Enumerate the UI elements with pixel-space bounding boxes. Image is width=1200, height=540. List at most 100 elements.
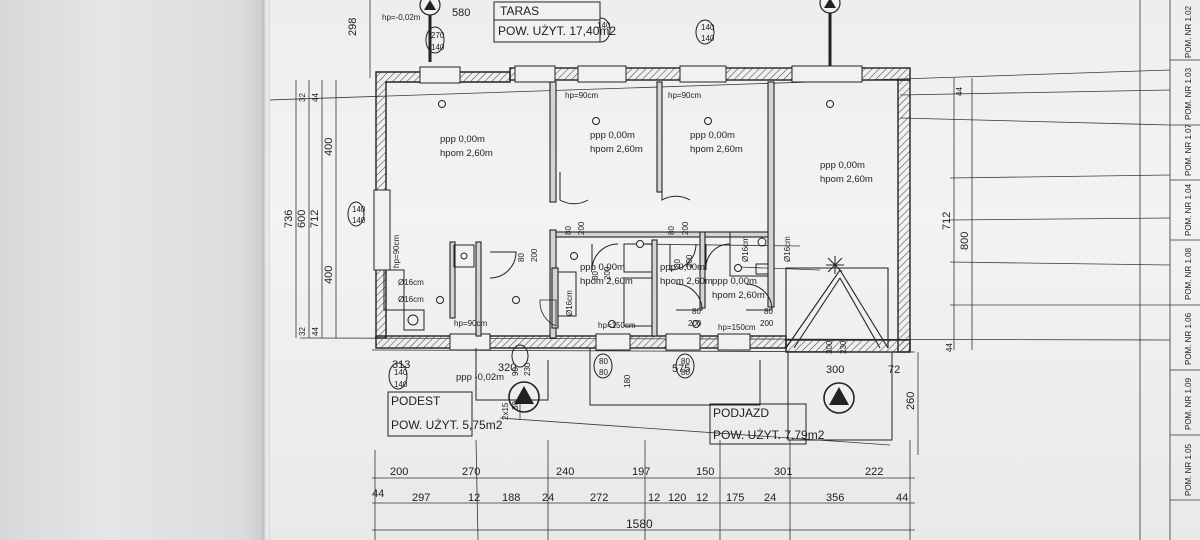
svg-text:80: 80 [681,368,690,377]
svg-text:200: 200 [681,221,690,235]
svg-text:POM. NR 1.03: POM. NR 1.03 [1184,67,1193,120]
svg-text:hp=150cm: hp=150cm [718,323,756,332]
svg-text:ppp 0,00m: ppp 0,00m [440,134,485,145]
svg-text:hp=90cm: hp=90cm [392,235,401,268]
svg-text:200: 200 [603,266,612,280]
bottom-dim-row2: 44 297 12 188 24 272 12 120 12 175 24 35… [372,488,908,504]
podest-label: PODEST [391,394,441,408]
svg-text:140: 140 [701,34,715,43]
svg-text:POM. NR 1.09: POM. NR 1.09 [1184,377,1193,430]
left-dimensions: 736 600 712 400 400 32 44 32 44 [283,93,335,336]
taras-label-box [493,1,601,43]
svg-text:200: 200 [530,248,539,262]
svg-text:240: 240 [556,466,574,478]
svg-text:12: 12 [696,492,708,504]
svg-text:188: 188 [502,492,520,504]
driveway-arrow-icon [823,382,855,414]
room-index-strip: POM. NR 1.02 POM. NR 1.03 POM. NR 1.07 P… [1139,0,1200,540]
svg-text:POM. NR 1.04: POM. NR 1.04 [1184,183,1193,236]
svg-text:736: 736 [283,210,295,228]
svg-text:200: 200 [760,319,774,328]
svg-text:POM. NR 1.06: POM. NR 1.06 [1184,312,1193,365]
svg-text:150: 150 [696,466,714,478]
sill-height-labels: hp=90cm hp=90cm hp=90cm hp=150cm hp=150c… [392,91,756,332]
svg-text:180: 180 [623,374,632,388]
bathroom-fixtures [383,231,769,331]
floor-plan-drawing: TARAS POW. UŻYT. 17,40m2 PODEST POW. UŻY… [270,0,1200,540]
svg-text:12: 12 [468,492,480,504]
svg-text:Ø16cm: Ø16cm [741,236,750,262]
svg-text:800: 800 [959,232,971,250]
svg-text:ppp 0,00m: ppp 0,00m [690,130,735,141]
svg-text:712: 712 [309,210,321,228]
svg-text:Ø16cm: Ø16cm [783,236,792,262]
dimension-lines [295,0,973,540]
garage-door [785,267,889,349]
svg-text:44: 44 [311,93,320,102]
page-fold [262,0,272,540]
svg-text:300: 300 [826,364,844,376]
interior-walls [449,81,775,339]
svg-text:hp=90cm: hp=90cm [565,91,598,100]
svg-text:80: 80 [681,357,690,366]
svg-text:200: 200 [685,254,694,268]
svg-text:80: 80 [591,271,600,280]
svg-text:80: 80 [764,307,773,316]
svg-text:80: 80 [692,307,701,316]
svg-text:44: 44 [372,488,384,500]
bottom-dim-row1: 200 270 240 197 150 301 222 [390,466,883,478]
svg-text:600: 600 [296,210,308,228]
svg-text:200: 200 [688,319,702,328]
svg-text:44: 44 [311,327,320,336]
svg-text:140: 140 [394,368,408,377]
svg-text:140: 140 [431,43,445,52]
dim-580: 580 [452,7,470,19]
svg-text:175: 175 [726,492,744,504]
right-dimensions: 712 800 44 44 260 [905,87,971,410]
svg-text:80: 80 [599,357,608,366]
svg-text:hpom 2,60m: hpom 2,60m [580,276,633,287]
point-markers [436,100,834,328]
marker-numbers: 270 140 140 140 140 140 140 140 140 80 8… [352,21,715,420]
svg-text:140: 140 [701,23,715,32]
svg-text:Ø16cm: Ø16cm [398,295,424,304]
svg-text:ppp 0,00m: ppp 0,00m [590,130,635,141]
dim-298: 298 [347,18,359,36]
svg-text:301: 301 [774,466,792,478]
svg-text:hpom 2,60m: hpom 2,60m [440,148,493,159]
svg-text:400: 400 [323,138,335,156]
section-marker-icon [419,0,841,66]
site-outlines [387,348,893,445]
svg-text:POM. NR 1.05: POM. NR 1.05 [1184,443,1193,496]
svg-text:hp=90cm: hp=90cm [454,319,487,328]
svg-text:hpom 2,60m: hpom 2,60m [590,144,643,155]
svg-text:712: 712 [941,212,953,230]
svg-text:ppp 0,00m: ppp 0,00m [820,160,865,171]
svg-text:200: 200 [577,221,586,235]
taras-label: TARAS [500,4,539,18]
svg-text:90: 90 [511,367,520,376]
elevation-markers [347,17,715,390]
svg-text:2x15: 2x15 [501,402,510,420]
level-entry: ppp -0,02m [456,372,504,383]
facing-blank-page [0,0,268,540]
svg-text:200: 200 [390,466,408,478]
podjazd-label: PODJAZD [713,406,769,420]
svg-text:356: 356 [826,492,844,504]
svg-text:260: 260 [905,392,917,410]
svg-text:32: 32 [298,93,307,102]
svg-text:140: 140 [597,21,611,30]
vent-labels: Ø16cm Ø16cm Ø16cm Ø16cm Ø16cm [398,236,792,316]
door-swings [489,172,773,327]
svg-text:hpom 2,60m: hpom 2,60m [690,144,743,155]
podjazd-area: POW. UŻYT. 7,79m2 [713,428,825,442]
svg-text:44: 44 [945,343,954,352]
svg-text:Ø16cm: Ø16cm [398,278,424,287]
taras-area: POW. UŻYT. 17,40m2 [498,24,616,38]
svg-text:ppp 0,00m: ppp 0,00m [580,262,625,273]
svg-text:197: 197 [632,466,650,478]
svg-text:POM. NR 1.02: POM. NR 1.02 [1184,5,1193,58]
svg-text:120: 120 [668,492,686,504]
door-dimension-labels: 80 200 80 200 80 200 80 200 80 200 80 20… [511,221,848,376]
